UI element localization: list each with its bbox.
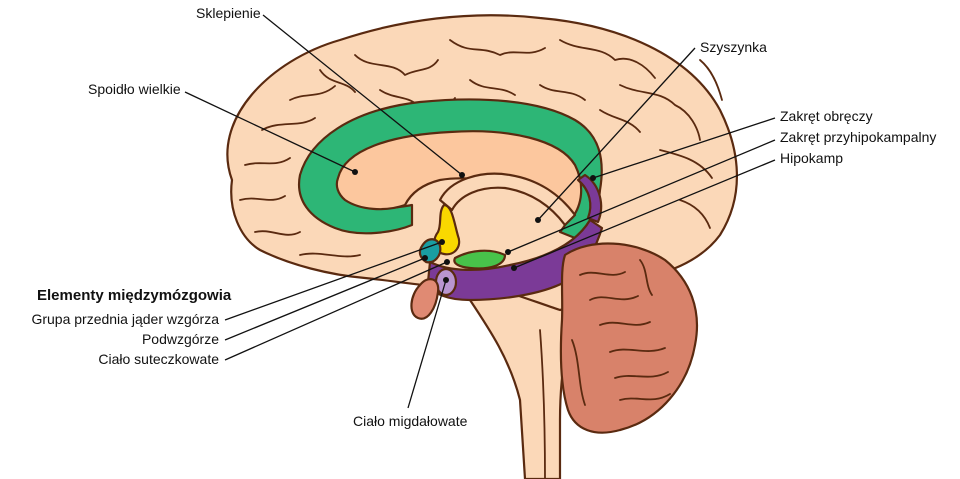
fornix (438, 172, 577, 227)
hypothalamus-region (453, 249, 507, 270)
label-parahippocampal-gyrus: Zakręt przyhipokampalny (780, 129, 936, 145)
cerebellum (559, 242, 699, 434)
label-diencephalon-heading: Elementy międzymózgowia (37, 287, 232, 304)
label-fornix: Sklepienie (196, 5, 261, 21)
label-amygdala: Ciało migdałowate (353, 413, 468, 429)
label-pineal: Szyszynka (700, 39, 767, 55)
label-mammillary-body: Ciało suteczkowate (98, 351, 219, 367)
pituitary (410, 278, 440, 320)
label-corpus-callosum: Spoidło wielkie (88, 81, 181, 97)
label-hippocampus: Hipokamp (780, 150, 843, 166)
label-anterior-thalamic-nuclei: Grupa przednia jąder wzgórza (31, 311, 219, 327)
leader-lines (184, 14, 776, 409)
label-hypothalamus: Podwzgórze (142, 331, 219, 347)
label-cingulate-gyrus: Zakręt obręczy (780, 108, 873, 124)
brainstem (468, 288, 577, 479)
cortical-gyri (239, 39, 723, 258)
